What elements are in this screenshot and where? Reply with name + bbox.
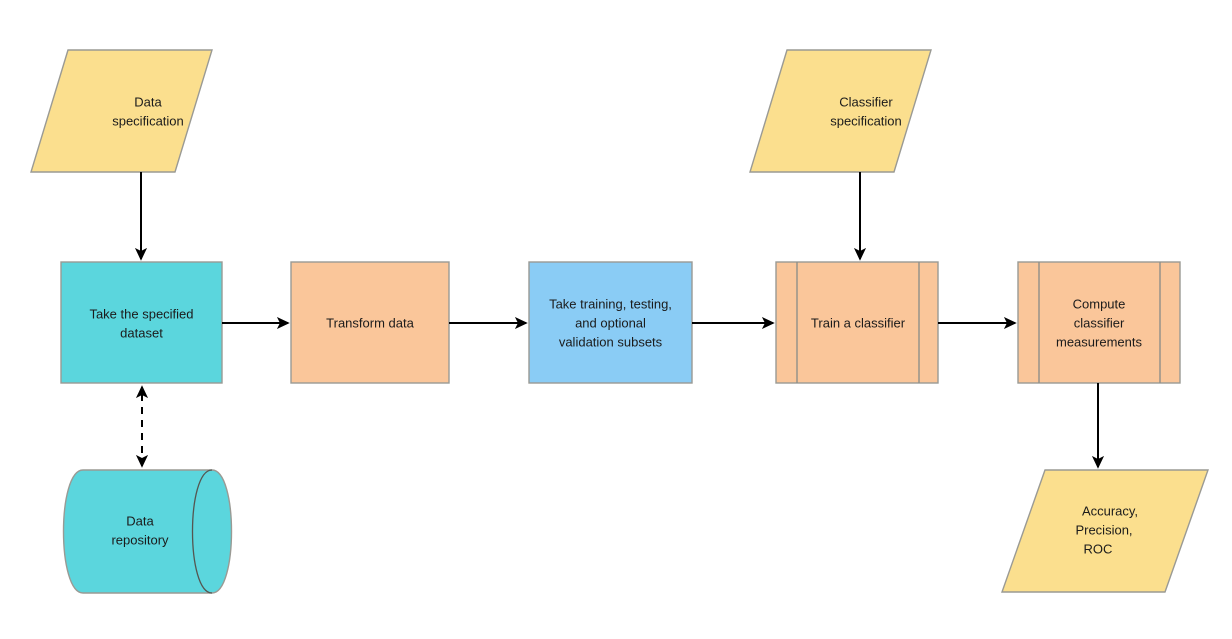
parallelogram-shape — [749, 49, 932, 173]
parallelogram-shape — [1001, 469, 1209, 593]
node-label-line: specification — [830, 113, 902, 128]
node-train-a-classifier[interactable]: Train a classifier — [775, 261, 939, 384]
node-label-line: validation subsets — [559, 334, 663, 349]
node-data-specification[interactable]: Data specification — [30, 49, 213, 173]
node-label-line: Train a classifier — [811, 315, 906, 330]
node-label-line: Transform data — [326, 315, 414, 330]
node-label-line: classifier — [1074, 315, 1125, 330]
parallelogram-shape — [30, 49, 213, 173]
node-label-line: measurements — [1056, 334, 1142, 349]
node-classifier-specification[interactable]: Classifier specification — [749, 49, 932, 173]
node-data-repository[interactable]: Data repository — [62, 469, 233, 594]
node-label-line: repository — [111, 532, 169, 547]
node-label-line: specification — [112, 113, 184, 128]
node-label-line: and optional — [575, 315, 646, 330]
node-label-line: Compute — [1073, 296, 1126, 311]
predefined-process-rect — [775, 261, 939, 384]
node-label-line: Take the specified — [89, 306, 193, 321]
predefined-process-rect — [1017, 261, 1181, 384]
node-label-line: Precision, — [1075, 522, 1132, 537]
node-label-line: Accuracy, — [1082, 503, 1138, 518]
node-label-line: dataset — [120, 325, 163, 340]
process-rect — [290, 261, 450, 384]
node-take-the-specified-dataset[interactable]: Take the specified dataset — [60, 261, 223, 384]
node-label-line: Classifier — [839, 94, 893, 109]
cylinder-end-curve — [191, 469, 213, 594]
node-compute-classifier-measurements[interactable]: Compute classifier measurements — [1017, 261, 1181, 384]
process-rect — [528, 261, 693, 384]
node-label-line: Data — [126, 513, 154, 528]
node-transform-data[interactable]: Transform data — [290, 261, 450, 384]
node-label-line: Data — [134, 94, 162, 109]
node-label-line: Take training, testing, — [549, 296, 672, 311]
process-rect — [60, 261, 223, 384]
node-label-line: ROC — [1084, 541, 1113, 556]
node-take-subsets[interactable]: Take training, testing, and optional val… — [528, 261, 693, 384]
node-accuracy-precision-roc[interactable]: Accuracy, Precision, ROC — [1001, 469, 1209, 593]
